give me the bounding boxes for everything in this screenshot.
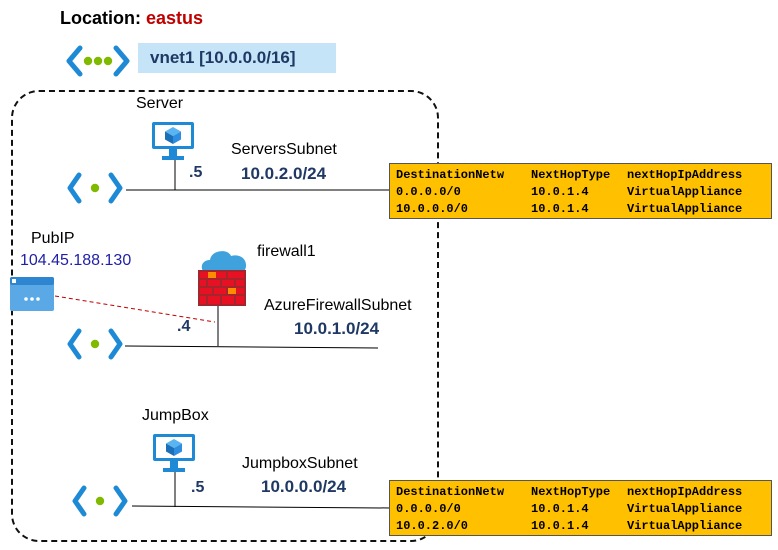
route-header-destination: DestinationNetw (396, 485, 505, 499)
firewall-subnet-address: 10.0.1.0/24 (294, 319, 380, 338)
route-header-nexthopip: nextHopIpAddress (627, 485, 743, 499)
public-ip-icon[interactable] (9, 276, 55, 312)
jumpbox-route-table: DestinationNetw NextHopType nextHopIpAdd… (389, 480, 772, 536)
route-header-nexthopip: nextHopIpAddress (627, 168, 743, 182)
route-cell: VirtualAppliance (627, 502, 743, 516)
route-cell: 10.0.1.4 (531, 202, 589, 216)
vnet-icon (66, 45, 130, 77)
route-table-row: 10.0.0.0/0 10.0.1.4 VirtualAppliance (396, 201, 742, 218)
firewall-subnet-icon (67, 328, 123, 360)
location-value: eastus (146, 8, 204, 28)
location-label: Location: eastus (60, 8, 204, 28)
servers-subnet-address: 10.0.2.0/24 (241, 164, 327, 183)
servers-subnet-name: ServersSubnet (231, 141, 337, 158)
server-name: Server (136, 95, 184, 112)
vnet-name-label: vnet1 [10.0.0.0/16] (138, 43, 336, 73)
route-table-row: 10.0.2.0/0 10.0.1.4 VirtualAppliance (396, 518, 742, 535)
jumpbox-name: JumpBox (142, 407, 209, 424)
pubip-name: PubIP (31, 230, 75, 247)
route-header-destination: DestinationNetw (396, 168, 505, 182)
route-cell: VirtualAppliance (627, 519, 743, 533)
vnet-boundary (11, 90, 439, 542)
route-header-nexthoptype: NextHopType (531, 168, 611, 182)
firewall-subnet-line (124, 345, 379, 349)
firewall-icon[interactable] (194, 244, 256, 308)
route-cell: 10.0.0.0/0 (396, 202, 469, 216)
firewall-subnet-name: AzureFirewallSubnet (264, 297, 412, 314)
route-header-nexthoptype: NextHopType (531, 485, 611, 499)
servers-route-table: DestinationNetw NextHopType nextHopIpAdd… (389, 163, 772, 219)
server-vm-icon[interactable] (150, 120, 196, 162)
route-cell: 10.0.1.4 (531, 185, 589, 199)
route-cell: VirtualAppliance (627, 202, 743, 216)
jumpbox-subnet-name: JumpboxSubnet (242, 455, 358, 472)
route-cell: 0.0.0.0/0 (396, 185, 461, 199)
firewall-ip-octet: .4 (177, 318, 191, 335)
route-cell: 0.0.0.0/0 (396, 502, 461, 516)
route-cell: 10.0.1.4 (531, 519, 589, 533)
route-table-row: 0.0.0.0/0 10.0.1.4 VirtualAppliance (396, 501, 742, 518)
servers-subnet-icon (67, 172, 123, 204)
route-cell: 10.0.2.0/0 (396, 519, 469, 533)
pubip-association-line (54, 295, 216, 323)
jumpbox-subnet-icon (72, 485, 128, 517)
jumpbox-vm-icon[interactable] (151, 432, 197, 474)
jumpbox-subnet-address: 10.0.0.0/24 (261, 477, 347, 496)
route-table-row: 0.0.0.0/0 10.0.1.4 VirtualAppliance (396, 184, 742, 201)
route-cell: VirtualAppliance (627, 185, 743, 199)
route-cell: 10.0.1.4 (531, 502, 589, 516)
firewall-name: firewall1 (257, 243, 316, 260)
jumpbox-ip-octet: .5 (191, 479, 205, 496)
route-table-header: DestinationNetw NextHopType nextHopIpAdd… (396, 484, 742, 501)
pubip-address: 104.45.188.130 (20, 252, 132, 269)
server-ip-octet: .5 (189, 164, 203, 181)
route-table-header: DestinationNetw NextHopType nextHopIpAdd… (396, 167, 742, 184)
